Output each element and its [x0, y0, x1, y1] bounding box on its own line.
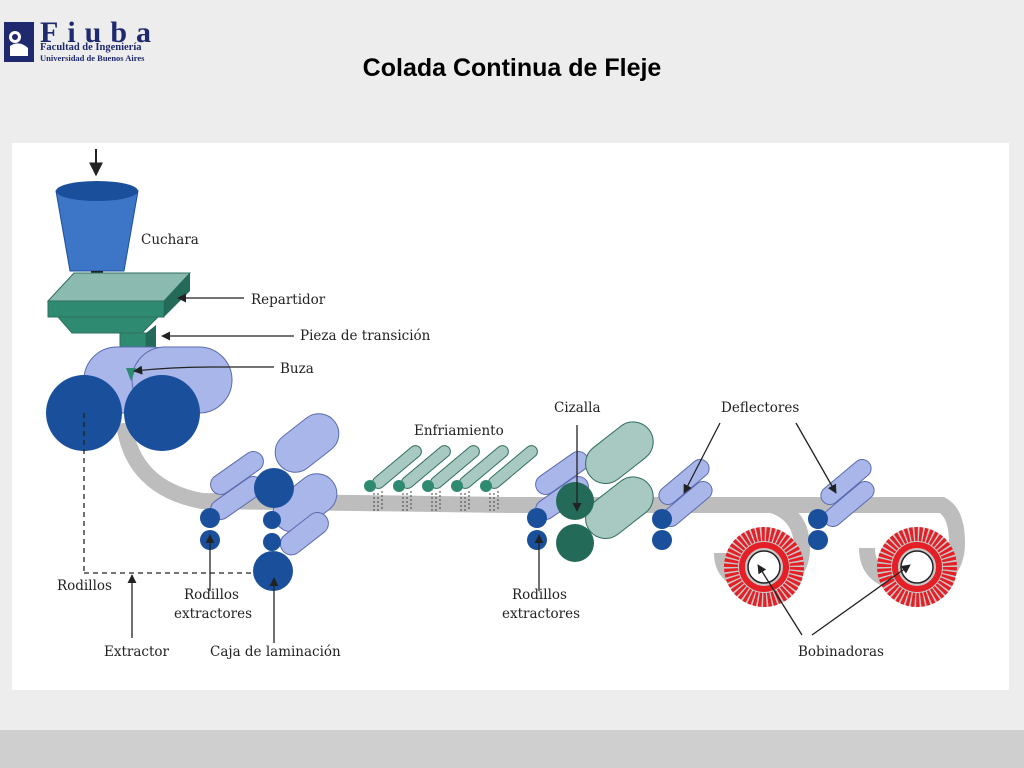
label-extractor: Extractor: [104, 644, 170, 660]
shear-cizalla: [556, 421, 654, 562]
page-title: Colada Continua de Fleje: [362, 54, 662, 82]
diagram-panel: Cuchara Repartidor Pieza de transición B…: [12, 143, 1009, 690]
fiuba-logo: Fiuba Facultad de Ingeniería Universidad…: [4, 16, 174, 64]
label-rodillos-extractores-2a: Rodillos: [512, 587, 567, 603]
rolling-mill-stand: [253, 413, 340, 591]
logo-faculty: Facultad de Ingeniería: [40, 42, 142, 53]
deflector-1: [652, 459, 713, 550]
cooling-sprays: [364, 445, 538, 513]
tundish-repartidor: [46, 272, 192, 334]
coiler-1: [724, 527, 804, 607]
deflector-2: [808, 459, 875, 550]
coiler-2: [877, 527, 957, 607]
logo-name: Fiuba: [40, 16, 161, 49]
label-caja-laminacion: Caja de laminación: [210, 644, 341, 660]
ladle-cuchara: [55, 181, 139, 291]
twin-roll-caster: [46, 346, 233, 451]
label-enfriamiento: Enfriamiento: [414, 423, 504, 439]
logo-university: Universidad de Buenos Aires: [40, 53, 145, 63]
label-repartidor: Repartidor: [251, 292, 326, 308]
label-rodillos-extractores-1b: extractores: [174, 606, 252, 622]
label-bobinadoras: Bobinadoras: [798, 644, 884, 660]
label-deflectores: Deflectores: [721, 400, 799, 416]
label-cizalla: Cizalla: [554, 400, 601, 416]
footer-bar: [0, 730, 1024, 768]
label-pieza-transicion: Pieza de transición: [300, 328, 431, 344]
fiuba-emblem-icon: [4, 22, 34, 62]
label-cuchara: Cuchara: [141, 232, 199, 248]
label-buza: Buza: [280, 361, 314, 377]
continuous-strip-casting-diagram: Cuchara Repartidor Pieza de transición B…: [46, 149, 966, 660]
label-rodillos: Rodillos: [57, 578, 112, 594]
label-rodillos-extractores-1a: Rodillos: [184, 587, 239, 603]
label-rodillos-extractores-2b: extractores: [502, 606, 580, 622]
